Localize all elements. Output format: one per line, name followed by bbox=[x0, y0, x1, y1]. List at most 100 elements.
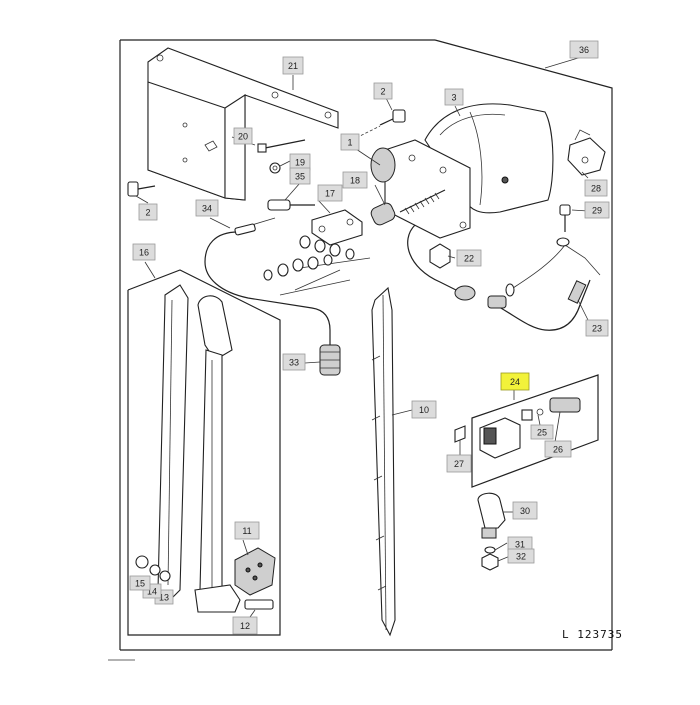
callout-box bbox=[411, 400, 437, 419]
callout-number: 33 bbox=[289, 358, 299, 368]
switch-frame bbox=[471, 374, 599, 488]
callout-3: 3 bbox=[444, 88, 464, 106]
wiper-blade bbox=[371, 286, 396, 637]
callout-number: 35 bbox=[295, 172, 305, 182]
callout-box bbox=[569, 40, 599, 59]
callout-box bbox=[446, 454, 472, 473]
washer-stack-lower bbox=[263, 254, 351, 296]
callout-16: 16 bbox=[132, 243, 156, 261]
callout-number: 30 bbox=[520, 506, 530, 516]
callout-box bbox=[507, 548, 535, 564]
outer-frame bbox=[108, 39, 613, 661]
callout-box bbox=[584, 201, 610, 219]
callout-number: 2 bbox=[380, 87, 385, 97]
nut-19 bbox=[269, 162, 281, 174]
callout-24: 24 bbox=[500, 372, 530, 391]
callout-box bbox=[232, 616, 258, 635]
callout-28: 28 bbox=[584, 179, 608, 197]
ground-screw-29 bbox=[556, 204, 571, 247]
callout-box bbox=[342, 171, 368, 189]
callout-box bbox=[289, 167, 311, 185]
connector-28 bbox=[567, 129, 606, 176]
callout-number: 15 bbox=[135, 579, 145, 589]
callout-number: 16 bbox=[139, 248, 149, 258]
callout-box bbox=[444, 88, 464, 106]
callout-21: 21 bbox=[282, 56, 304, 75]
callout-number: 1 bbox=[347, 138, 352, 148]
adaptor-11 bbox=[234, 547, 276, 596]
callout-number: 2 bbox=[145, 208, 150, 218]
arm-base-parts bbox=[135, 555, 274, 613]
callout-number: 29 bbox=[592, 206, 602, 216]
callout-number: 19 bbox=[295, 158, 305, 168]
callout-number: 20 bbox=[238, 132, 248, 142]
callout-23: 23 bbox=[585, 319, 609, 337]
callout-20: 20 bbox=[233, 127, 253, 145]
mounting-bracket bbox=[147, 47, 339, 201]
callout-number: 22 bbox=[464, 254, 474, 264]
callout-15: 15 bbox=[129, 575, 151, 591]
switch-body bbox=[454, 397, 581, 459]
callout-box bbox=[585, 319, 609, 337]
callout-number: 27 bbox=[454, 459, 464, 469]
switch-30 bbox=[477, 492, 506, 571]
callout-box bbox=[138, 203, 158, 221]
callout-number: 28 bbox=[591, 184, 601, 194]
callout-box bbox=[512, 501, 538, 520]
callout-box bbox=[132, 243, 156, 261]
wiper-arm-right bbox=[197, 295, 233, 611]
callout-12: 12 bbox=[232, 616, 258, 635]
wiper-arm-left bbox=[157, 284, 189, 601]
callout-1: 1 bbox=[340, 133, 360, 151]
callout-35: 35 bbox=[289, 167, 311, 185]
callout-number: 17 bbox=[325, 189, 335, 199]
callout-2: 2 bbox=[138, 203, 158, 221]
callout-number: 14 bbox=[147, 587, 157, 597]
callout-box bbox=[456, 249, 482, 267]
callout-box bbox=[282, 353, 306, 371]
callout-box bbox=[584, 179, 608, 197]
fitting-35 bbox=[267, 199, 315, 211]
callout-number: 24 bbox=[510, 377, 520, 387]
callout-box bbox=[129, 575, 151, 591]
callout-labels: 1223101112131415161718192021222324252627… bbox=[129, 40, 610, 635]
callout-18: 18 bbox=[342, 171, 368, 189]
callout-box bbox=[234, 521, 260, 540]
callout-box bbox=[317, 184, 343, 202]
callout-17: 17 bbox=[317, 184, 343, 202]
callout-number: 3 bbox=[451, 93, 456, 103]
callout-34: 34 bbox=[195, 199, 219, 217]
callout-number: 10 bbox=[419, 405, 429, 415]
callout-box bbox=[544, 440, 572, 458]
callout-box bbox=[195, 199, 219, 217]
callout-36: 36 bbox=[569, 40, 599, 59]
screw-lower bbox=[127, 181, 156, 197]
wiring-harness bbox=[407, 224, 601, 331]
callout-box bbox=[500, 372, 530, 391]
callout-30: 30 bbox=[512, 501, 538, 520]
callout-number: 34 bbox=[202, 204, 212, 214]
bolt-20 bbox=[257, 139, 306, 153]
wiper-arm-frame bbox=[127, 269, 281, 636]
callout-number: 36 bbox=[579, 45, 589, 55]
callout-box bbox=[340, 133, 360, 151]
callout-32: 32 bbox=[507, 548, 535, 564]
nut-22 bbox=[429, 243, 451, 269]
callout-22: 22 bbox=[456, 249, 482, 267]
callout-number: 12 bbox=[240, 621, 250, 631]
callout-11: 11 bbox=[234, 521, 260, 540]
callout-33: 33 bbox=[282, 353, 306, 371]
callout-box bbox=[233, 127, 253, 145]
callout-25: 25 bbox=[530, 424, 554, 440]
callout-number: 25 bbox=[537, 428, 547, 438]
diagram-code: L 123735 bbox=[562, 628, 623, 641]
drive-cable bbox=[204, 217, 331, 345]
callout-27: 27 bbox=[446, 454, 472, 473]
bracket-17 bbox=[311, 209, 363, 246]
callout-box bbox=[282, 56, 304, 75]
callout-number: 31 bbox=[515, 540, 525, 550]
callout-number: 13 bbox=[159, 593, 169, 603]
wiper-motor bbox=[370, 103, 554, 239]
